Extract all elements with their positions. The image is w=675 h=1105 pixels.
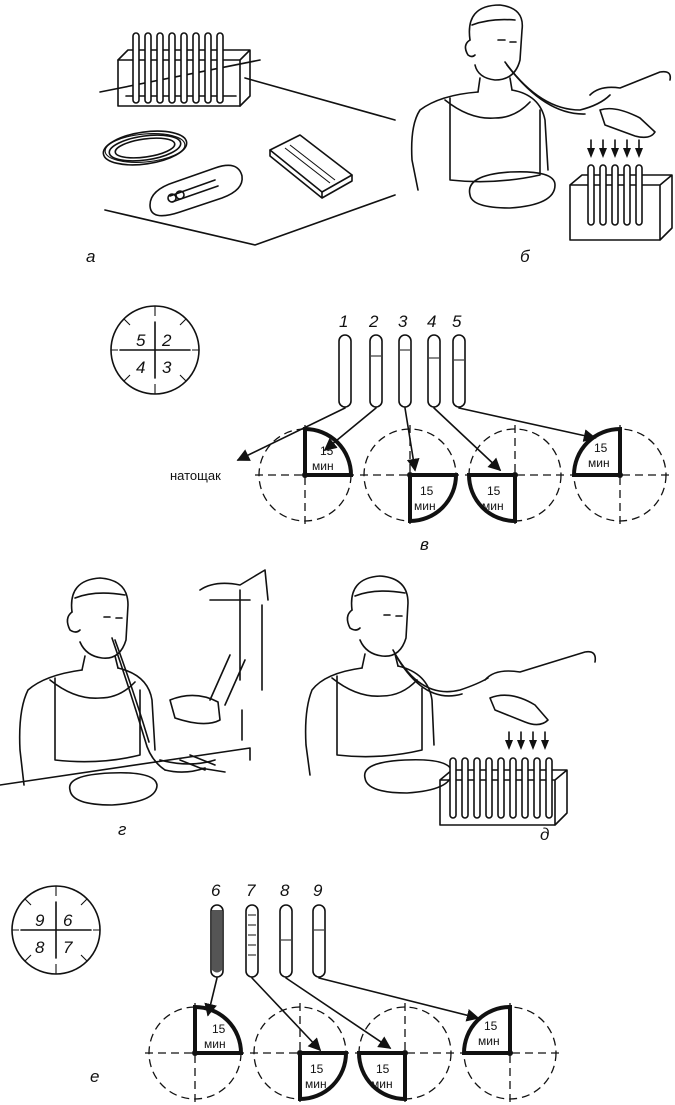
panel-e-fraction-scheme: 9 6 8 7 6 7 8 9 [11,881,560,1103]
quadrant-minutes: 15 [594,441,608,455]
quadrant-unit: мин [588,456,610,470]
panel-a-equipment: а [86,32,396,266]
panel-v-label: в [420,535,429,554]
key-number: 8 [35,938,45,957]
key-number: 5 [136,331,146,350]
key-number: 9 [35,911,45,930]
quadrant-minutes: 15 [484,1019,498,1033]
tube-number: 5 [452,312,462,331]
quadrant-unit: мин [371,1077,393,1091]
panel-v-key-circle: 5 2 4 3 [110,305,200,395]
panel-d-label: д [540,825,549,844]
quadrant-unit: мин [204,1037,226,1051]
panel-g-patient-with-probe: г [0,569,269,839]
coiled-probe [102,130,188,166]
tube-number: 2 [368,312,379,331]
tube-number: 1 [339,312,348,331]
tube-number: 4 [427,312,436,331]
quadrant-minutes: 15 [212,1022,226,1036]
test-tube-rack [117,32,251,107]
tube-number: 6 [211,881,221,900]
quadrant-minutes: 15 [376,1062,390,1076]
test-tube-rack-large [439,731,568,826]
panel-v-fraction-scheme: 5 2 4 3 1 2 3 4 5 [110,305,670,554]
quadrant-minutes: 15 [320,444,334,458]
tray-with-syringe [149,164,243,217]
key-number: 2 [161,331,172,350]
test-tube-rack-small [569,139,673,241]
panel-e-label: е [90,1067,99,1086]
panel-a-label: а [86,247,95,266]
quadrant-minutes: 15 [487,484,501,498]
panel-e-dials: 15 мин 15 мин 15 мин 15 мин [145,1003,560,1103]
fasting-label: натощак [170,468,221,483]
panel-b-patient-sounding: б [410,4,673,266]
tube-number: 9 [313,881,323,900]
panel-v-dials: 15 мин 15 мин 15 мин 15 мин [255,425,670,525]
quadrant-unit: мин [414,499,436,513]
quadrant-minutes: 15 [310,1062,324,1076]
panel-b-label: б [520,247,531,266]
panel-e-tubes: 6 7 8 9 [210,881,326,978]
panel-v-tubes: 1 2 3 4 5 [338,312,466,408]
quadrant-minutes: 15 [420,484,434,498]
panel-g-label: г [118,820,126,839]
quadrant-unit: мин [482,499,504,513]
quadrant-unit: мин [312,459,334,473]
key-number: 6 [63,911,73,930]
tube-number: 8 [280,881,290,900]
tube-number: 3 [398,312,408,331]
key-number: 4 [136,358,145,377]
instrument-box [269,134,353,199]
key-number: 7 [63,938,73,957]
panel-d-patient-sounding: д [304,575,597,844]
quadrant-unit: мин [478,1034,500,1048]
quadrant-unit: мин [305,1077,327,1091]
panel-e-key-circle: 9 6 8 7 [11,885,101,975]
tube-number: 7 [246,881,256,900]
key-number: 3 [162,358,172,377]
